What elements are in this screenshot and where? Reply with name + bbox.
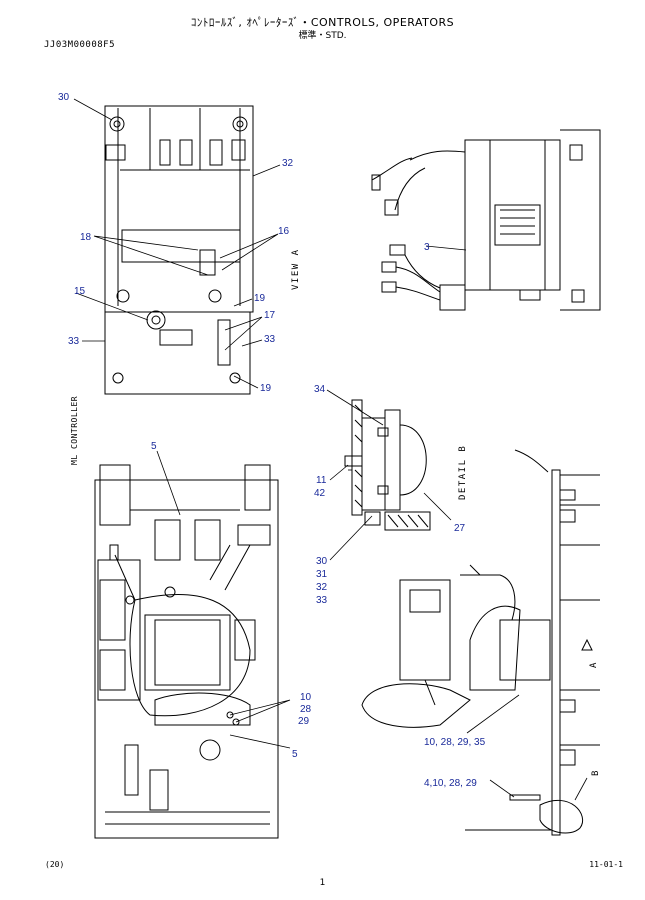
- callout-15: 15: [74, 286, 86, 297]
- mark-a-label: A: [589, 662, 599, 668]
- callout-30: 30: [58, 92, 70, 103]
- operator-station-plan: [94, 464, 279, 839]
- callout-27: 27: [454, 523, 466, 534]
- page-title: ｺﾝﾄﾛｰﾙｽﾞ, ｵﾍﾟﾚｰﾀｰｽﾞ・CONTROLS, OPERATORS: [190, 16, 455, 29]
- callout-16: 16: [278, 226, 290, 237]
- callout-32: 32: [316, 582, 328, 593]
- callout-32: 32: [282, 158, 294, 169]
- callout-10: 10: [300, 692, 312, 703]
- callout-18: 18: [80, 232, 92, 243]
- figure-reference: (20): [45, 860, 65, 869]
- callout-17: 17: [264, 310, 276, 321]
- callout-19: 19: [254, 293, 266, 304]
- callout-4-10-28-29: 4,10, 28, 29: [424, 778, 477, 789]
- section-number: 11-01-1: [589, 860, 623, 869]
- callout-33: 33: [68, 336, 80, 347]
- leader-lines: [73, 98, 588, 801]
- page-subtitle: 標準・STD.: [298, 31, 347, 41]
- callout-3: 3: [424, 242, 430, 253]
- side-view-harness: [371, 129, 601, 311]
- callout-10-28-29-35: 10, 28, 29, 35: [424, 737, 486, 748]
- seat-side-view: [361, 449, 600, 836]
- floor-plate-view: [104, 105, 254, 395]
- document-id: JJ03M00008F5: [44, 40, 116, 50]
- detail-b-label: DETAIL B: [458, 445, 468, 500]
- callout-11: 11: [316, 475, 327, 486]
- callout-34: 34: [314, 384, 326, 395]
- callout-28: 28: [300, 704, 312, 715]
- callout-42: 42: [314, 488, 326, 499]
- ml-controller-label: ML CONTROLLER: [70, 396, 79, 465]
- page-number: 1: [319, 878, 326, 888]
- detail-b-mount: [344, 399, 431, 531]
- callout-30: 30: [316, 556, 328, 567]
- callout-33: 33: [316, 595, 328, 606]
- callout-33: 33: [264, 334, 276, 345]
- callout-5: 5: [292, 749, 298, 760]
- callout-31: 31: [316, 569, 328, 580]
- view-a-label: VIEW A: [291, 248, 301, 290]
- callout-29: 29: [298, 716, 310, 727]
- callout-19: 19: [260, 383, 272, 394]
- callout-5: 5: [151, 441, 157, 452]
- mark-b-label: B: [591, 771, 601, 776]
